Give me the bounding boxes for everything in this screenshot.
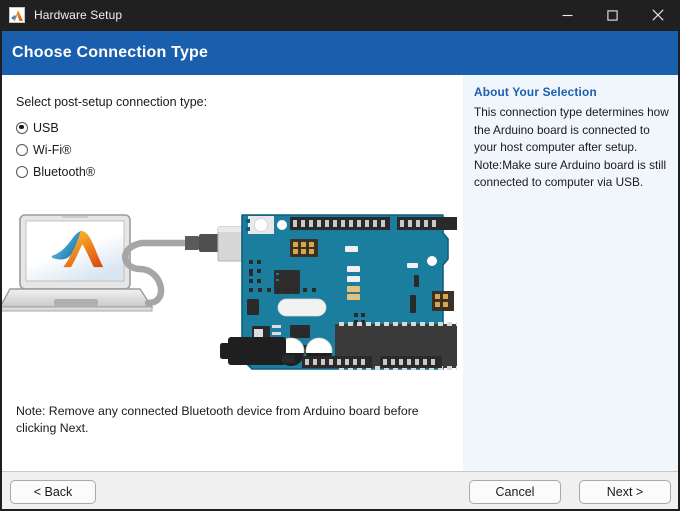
connection-type-prompt: Select post-setup connection type: bbox=[16, 95, 208, 109]
laptop-usb-cable-arduino-board-diagram bbox=[0, 203, 465, 398]
next-button[interactable]: Next > bbox=[579, 480, 671, 504]
radio-option-label: Bluetooth® bbox=[33, 164, 96, 179]
window-controls bbox=[545, 0, 680, 30]
title-bar: Hardware Setup bbox=[0, 0, 680, 30]
about-selection-body: This connection type determines how the … bbox=[474, 104, 669, 192]
radio-option-label: USB bbox=[33, 120, 59, 135]
radio-option-usb[interactable]: USB bbox=[16, 118, 95, 137]
connection-type-radio-group: USB Wi-Fi® Bluetooth® bbox=[16, 118, 95, 184]
about-selection-panel: About Your Selection This connection typ… bbox=[462, 75, 678, 471]
bluetooth-removal-note: Note: Remove any connected Bluetooth dev… bbox=[16, 404, 419, 435]
body-area: Select post-setup connection type: USB W… bbox=[0, 75, 678, 471]
radio-button-icon bbox=[16, 143, 28, 156]
about-selection-title: About Your Selection bbox=[474, 85, 597, 99]
window-title: Hardware Setup bbox=[34, 8, 123, 22]
page-title: Choose Connection Type bbox=[12, 44, 209, 61]
radio-option-label: Wi-Fi® bbox=[33, 142, 72, 157]
about-paragraph-2: Note:Make sure Arduino board is still co… bbox=[474, 157, 667, 190]
maximize-icon[interactable] bbox=[590, 0, 635, 30]
radio-option-bluetooth[interactable]: Bluetooth® bbox=[16, 162, 95, 181]
about-paragraph-1: This connection type determines how the … bbox=[474, 105, 669, 154]
back-button[interactable]: < Back bbox=[10, 480, 96, 504]
close-icon[interactable] bbox=[635, 0, 680, 30]
radio-option-wifi[interactable]: Wi-Fi® bbox=[16, 140, 95, 159]
page-header-banner: Choose Connection Type bbox=[2, 31, 678, 75]
radio-button-icon bbox=[16, 121, 28, 134]
radio-button-icon bbox=[16, 165, 28, 178]
matlab-logo-icon bbox=[9, 7, 25, 23]
main-pane: Select post-setup connection type: USB W… bbox=[0, 75, 465, 471]
minimize-icon[interactable] bbox=[545, 0, 590, 30]
cancel-button[interactable]: Cancel bbox=[469, 480, 561, 504]
footer-button-bar: < Back Cancel Next > bbox=[2, 471, 678, 509]
